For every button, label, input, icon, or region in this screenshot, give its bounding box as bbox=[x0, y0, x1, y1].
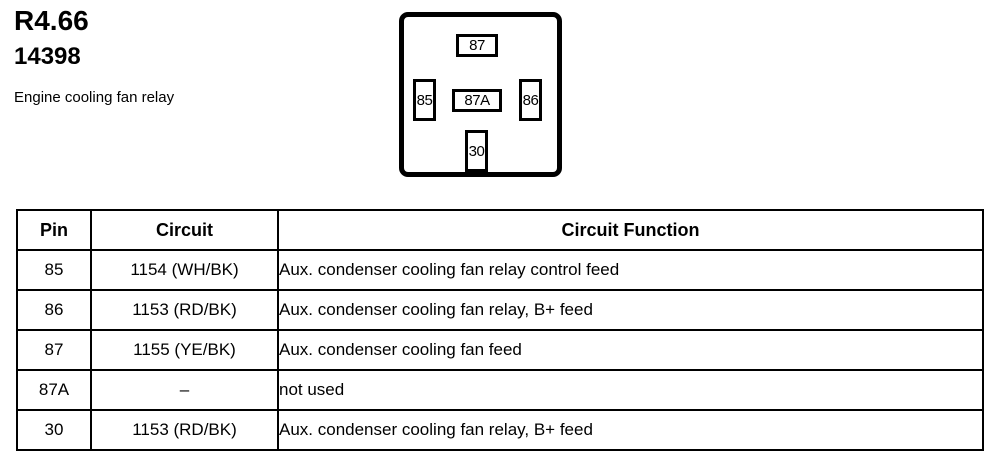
cell-function: not used bbox=[277, 369, 984, 411]
cell-pin: 87A bbox=[16, 369, 92, 411]
table-row: 87 1155 (YE/BK) Aux. condenser cooling f… bbox=[16, 329, 984, 371]
cell-pin: 87 bbox=[16, 329, 92, 371]
cell-circuit: – bbox=[90, 369, 279, 411]
cell-function: Aux. condenser cooling fan relay, B+ fee… bbox=[277, 289, 984, 331]
terminal-30: 30 bbox=[465, 130, 488, 172]
cell-circuit: 1153 (RD/BK) bbox=[90, 409, 279, 451]
cell-circuit: 1155 (YE/BK) bbox=[90, 329, 279, 371]
table-row: 87A – not used bbox=[16, 369, 984, 411]
column-header-circuit-function: Circuit Function bbox=[277, 209, 984, 251]
cell-function: Aux. condenser cooling fan relay control… bbox=[277, 249, 984, 291]
table-row: 85 1154 (WH/BK) Aux. condenser cooling f… bbox=[16, 249, 984, 291]
relay-code: R4.66 bbox=[14, 5, 89, 36]
cell-pin: 86 bbox=[16, 289, 92, 331]
column-header-circuit: Circuit bbox=[90, 209, 279, 251]
cell-function: Aux. condenser cooling fan feed bbox=[277, 329, 984, 371]
cell-pin: 85 bbox=[16, 249, 92, 291]
terminal-86: 86 bbox=[519, 79, 542, 121]
table-row: 86 1153 (RD/BK) Aux. condenser cooling f… bbox=[16, 289, 984, 331]
column-header-pin: Pin bbox=[16, 209, 92, 251]
relay-description: Engine cooling fan relay bbox=[14, 89, 175, 106]
terminal-85: 85 bbox=[413, 79, 436, 121]
relay-pinout-diagram: 87 85 87A 86 30 bbox=[399, 12, 562, 177]
cell-circuit: 1153 (RD/BK) bbox=[90, 289, 279, 331]
cell-function: Aux. condenser cooling fan relay, B+ fee… bbox=[277, 409, 984, 451]
pin-assignment-table: Pin Circuit Circuit Function 85 1154 (WH… bbox=[16, 209, 984, 451]
cell-circuit: 1154 (WH/BK) bbox=[90, 249, 279, 291]
cell-pin: 30 bbox=[16, 409, 92, 451]
part-number: 14398 bbox=[14, 43, 81, 70]
table-row: 30 1153 (RD/BK) Aux. condenser cooling f… bbox=[16, 409, 984, 451]
table-header-row: Pin Circuit Circuit Function bbox=[16, 209, 984, 251]
terminal-87a: 87A bbox=[452, 89, 502, 112]
terminal-87: 87 bbox=[456, 34, 498, 57]
relay-header-block: R4.66 14398 Engine cooling fan relay bbox=[14, 4, 374, 108]
